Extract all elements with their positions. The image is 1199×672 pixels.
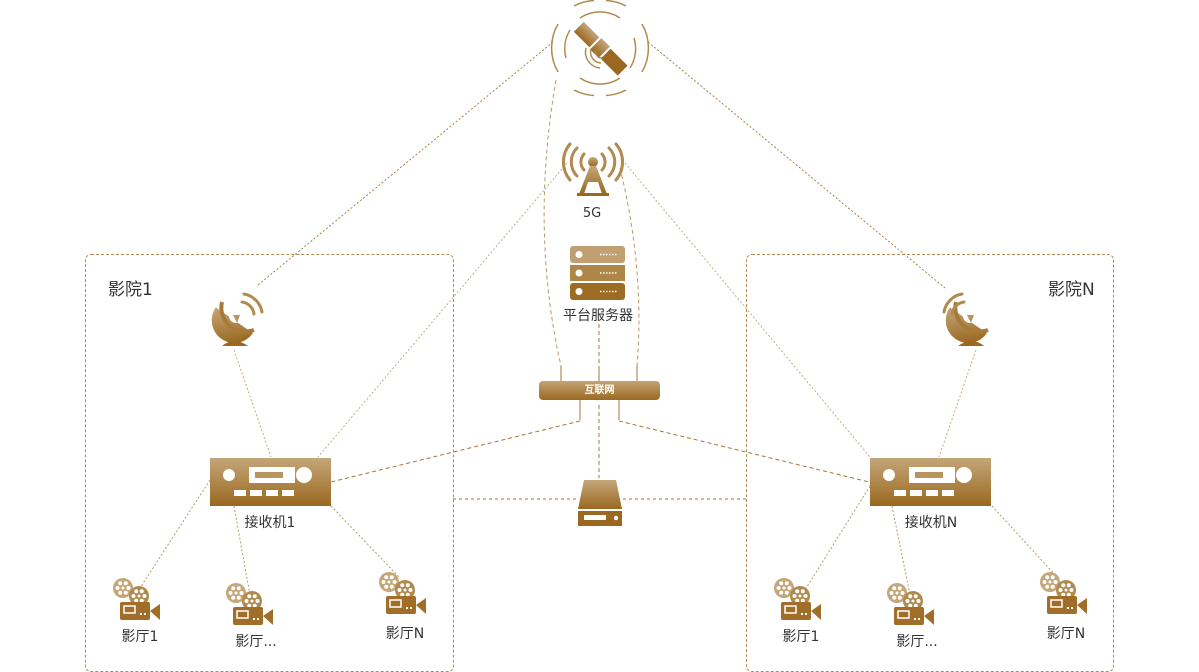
hall-label: 影厅1 — [121, 629, 159, 645]
link-receiver-hall — [330, 505, 401, 579]
link-router-receiver-left — [330, 420, 581, 483]
satellite-dish-icon — [211, 292, 264, 346]
hall-label: 影厅... — [896, 634, 938, 650]
link-receiver-hall — [139, 479, 211, 589]
link-dish-receiver-right — [938, 349, 977, 458]
link-receiver-hall — [804, 485, 871, 591]
hall-label: 影厅... — [235, 634, 277, 650]
hall-label: 影厅N — [385, 626, 425, 642]
projector-icon — [379, 572, 426, 614]
link-dish-receiver-left — [233, 349, 272, 458]
link-5g-receiver-left — [317, 162, 568, 458]
internet-router: 互联网 — [539, 381, 660, 400]
storage-device-icon — [578, 480, 622, 526]
receiver-icon — [210, 458, 331, 506]
cinema-area-n — [746, 254, 1114, 672]
projector-icon — [1040, 572, 1087, 614]
server-label: 平台服务器 — [563, 308, 633, 324]
receiver-icon — [870, 458, 991, 506]
satellite-dish-icon — [942, 292, 989, 346]
receiver-label: 接收机1 — [244, 515, 296, 531]
link-receiver-hall — [991, 505, 1059, 579]
satellite-icon — [550, 0, 650, 97]
projector-icon — [887, 583, 934, 625]
projector-icon — [113, 578, 160, 620]
link-satellite-dish-left — [257, 41, 554, 286]
hall-label: 影厅1 — [782, 629, 820, 645]
link-router-receiver-right — [618, 420, 870, 483]
cinema-title: 影院1 — [108, 280, 153, 300]
link-receiver-hall — [891, 505, 911, 596]
projector-icon — [226, 583, 273, 625]
cinema-area-1 — [85, 254, 454, 672]
link-receiver-hall — [233, 505, 251, 596]
link-satellite-dish-right — [647, 41, 946, 289]
cinema-title: 影院N — [1048, 280, 1095, 300]
tower-label: 5G — [582, 206, 602, 221]
server-icon — [570, 246, 625, 300]
receiver-label: 接收机N — [904, 515, 958, 531]
link-satellite-router — [543, 79, 562, 367]
hall-label: 影厅N — [1046, 626, 1086, 642]
link-5g-router — [619, 167, 640, 367]
projector-icon — [774, 578, 821, 620]
5g-tower-icon — [562, 142, 624, 196]
